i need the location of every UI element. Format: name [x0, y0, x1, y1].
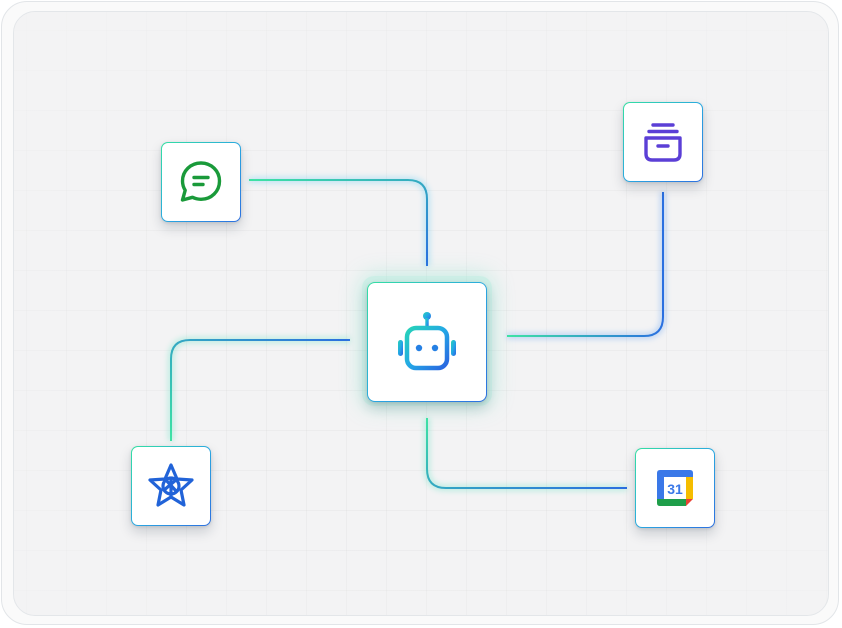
edge-hub-calendar: [426, 418, 627, 489]
node-star[interactable]: [131, 446, 211, 526]
node-calendar[interactable]: 31: [635, 448, 715, 528]
edge-archive-hub: [507, 192, 664, 337]
calendar-date-label: 31: [667, 481, 683, 497]
archive-icon: [644, 123, 682, 162]
node-archive[interactable]: [623, 102, 703, 182]
linked-star-icon: [148, 463, 194, 507]
chat-bubble-icon: [180, 161, 222, 202]
edge-star-hub: [170, 339, 350, 441]
hub-node[interactable]: [367, 282, 487, 402]
robot-icon: [398, 312, 456, 371]
edge-chat-hub: [249, 179, 428, 266]
google-calendar-icon: 31: [657, 470, 693, 506]
node-chat[interactable]: [161, 142, 241, 222]
